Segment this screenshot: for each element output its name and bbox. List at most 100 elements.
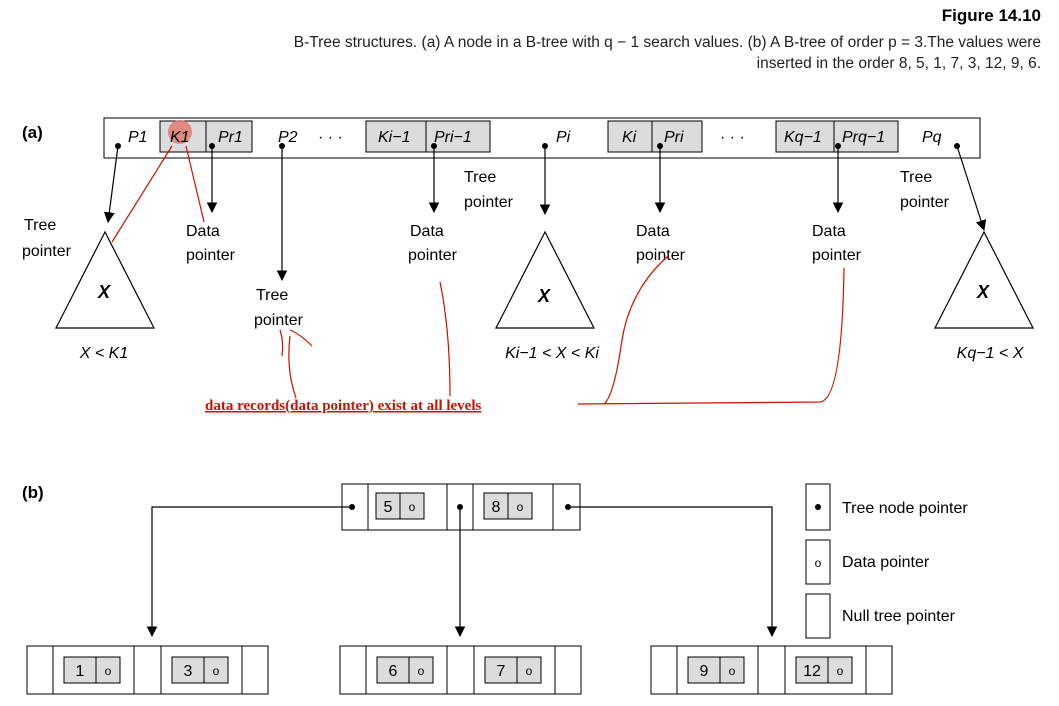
key-box [376, 656, 410, 684]
data-ptr-mark: o [526, 664, 533, 678]
arrow-pq [956, 145, 987, 232]
data-pointer-label: pointer [636, 247, 686, 264]
key-value: 6 [389, 663, 398, 680]
data-ptr-box [507, 492, 533, 520]
subtree-condition: Kq−1 < X [957, 345, 1025, 362]
tree-pointer-label: Tree [24, 217, 56, 234]
subtree-triangle [934, 230, 1034, 329]
data-ptr-mark: o [729, 664, 736, 678]
legend-swatch-data-ptr [805, 539, 831, 585]
leaf-node-box [339, 645, 582, 695]
data-ptr-mark: o [418, 664, 425, 678]
root-node: 5 o 8 o [341, 483, 581, 531]
red-annotation-strokes [111, 145, 845, 405]
cell-kq-1: Kq−1 [784, 129, 822, 146]
data-ptr-box [95, 656, 121, 684]
key-value: 1 [76, 663, 85, 680]
cell-ellipsis-1: · · · [318, 129, 343, 146]
part-a-label: (a) [22, 123, 43, 142]
legend-label: Tree node pointer [842, 500, 968, 517]
data-pointer-label: Data [186, 223, 220, 240]
data-ptr-box [516, 656, 542, 684]
data-pointer-label: pointer [186, 247, 236, 264]
data-ptr-box [203, 656, 229, 684]
annotation-stroke [279, 329, 313, 357]
cell-p1: P1 [128, 129, 148, 146]
highlight-mark [168, 120, 192, 144]
data-pointer-label: Data [636, 223, 670, 240]
tree-pointer-label: pointer [464, 194, 514, 211]
legend-tree-ptr-dot [815, 504, 821, 510]
root-arrow-left [146, 506, 352, 638]
key-value: 3 [184, 663, 193, 680]
subtree-symbol: X [976, 282, 990, 302]
annotation-stroke [288, 335, 297, 399]
data-ptr-box [719, 656, 745, 684]
tree-pointer-label: Tree [464, 169, 496, 186]
annotation-text: data records(data pointer) exist at all … [205, 398, 482, 414]
data-pointer-label: Data [410, 223, 444, 240]
cell-prq-1: Prq−1 [842, 129, 885, 146]
cell-pi: Pi [556, 129, 571, 146]
data-ptr-mark: o [105, 664, 112, 678]
subtree-triangle [55, 230, 155, 329]
leaf-node: 9 o 12 o [650, 645, 893, 695]
tree-pointer-label: Tree [900, 169, 932, 186]
subtree-symbol: X [537, 286, 551, 306]
subtree-triangle [495, 230, 595, 329]
key-cell-ki-1 [365, 120, 491, 153]
tree-pointer-label: pointer [900, 194, 950, 211]
key-box [795, 656, 829, 684]
annotation-stroke [185, 145, 205, 223]
leaf-node: 1 o 3 o [26, 645, 269, 695]
data-ptr-mark: o [409, 500, 416, 514]
key-value: 8 [492, 499, 501, 516]
leaf-node-box [26, 645, 269, 695]
data-ptr-mark: o [517, 500, 524, 514]
arrow-p1 [103, 145, 119, 224]
cell-pri: Pri [664, 129, 684, 146]
legend-label: Null tree pointer [842, 608, 956, 625]
legend-swatch-null-ptr [805, 593, 831, 639]
data-pointer-label: pointer [408, 247, 458, 264]
annotation-stroke [577, 267, 845, 405]
subtree-symbol: X [97, 282, 111, 302]
legend-data-ptr-mark: o [815, 556, 822, 570]
part-b-label: (b) [22, 483, 44, 502]
legend-label: Data pointer [842, 554, 930, 571]
subtree-condition: Ki−1 < X < Ki [505, 345, 599, 362]
tree-pointer-label: pointer [22, 243, 72, 260]
cell-ki-1: Ki−1 [378, 129, 410, 146]
cell-pri-1: Pri−1 [434, 129, 472, 146]
leaf-node-box [650, 645, 893, 695]
annotation-stroke [111, 145, 173, 243]
cell-p2: P2 [278, 129, 298, 146]
key-value: 7 [497, 663, 506, 680]
key-box [483, 492, 509, 520]
tree-pointer-label: Tree [256, 287, 288, 304]
tree-pointer-label: pointer [254, 312, 304, 329]
key-value: 9 [700, 663, 709, 680]
key-value: 5 [384, 499, 393, 516]
annotation-stroke [603, 255, 669, 405]
cell-ki: Ki [622, 129, 637, 146]
key-value: 12 [803, 663, 821, 680]
figure-number: Figure 14.10 [941, 6, 1041, 25]
leaf-node: 6 o 7 o [339, 645, 582, 695]
key-box [63, 656, 97, 684]
key-cell-ki [607, 120, 703, 153]
legend: Tree node pointer o Data pointer Null tr… [805, 483, 968, 639]
root-arrow-right [568, 506, 778, 638]
data-ptr-mark: o [213, 664, 220, 678]
cell-pq: Pq [922, 129, 942, 146]
data-ptr-box [399, 492, 425, 520]
data-pointer-label: Data [812, 223, 846, 240]
subtree-condition: X < K1 [79, 345, 128, 362]
figure-caption: B-Tree structures. (a) A node in a B-tre… [293, 34, 1041, 72]
key-box [375, 492, 401, 520]
data-ptr-mark: o [837, 664, 844, 678]
data-pointer-label: pointer [812, 247, 862, 264]
key-box [484, 656, 518, 684]
annotation-stroke [439, 281, 451, 397]
